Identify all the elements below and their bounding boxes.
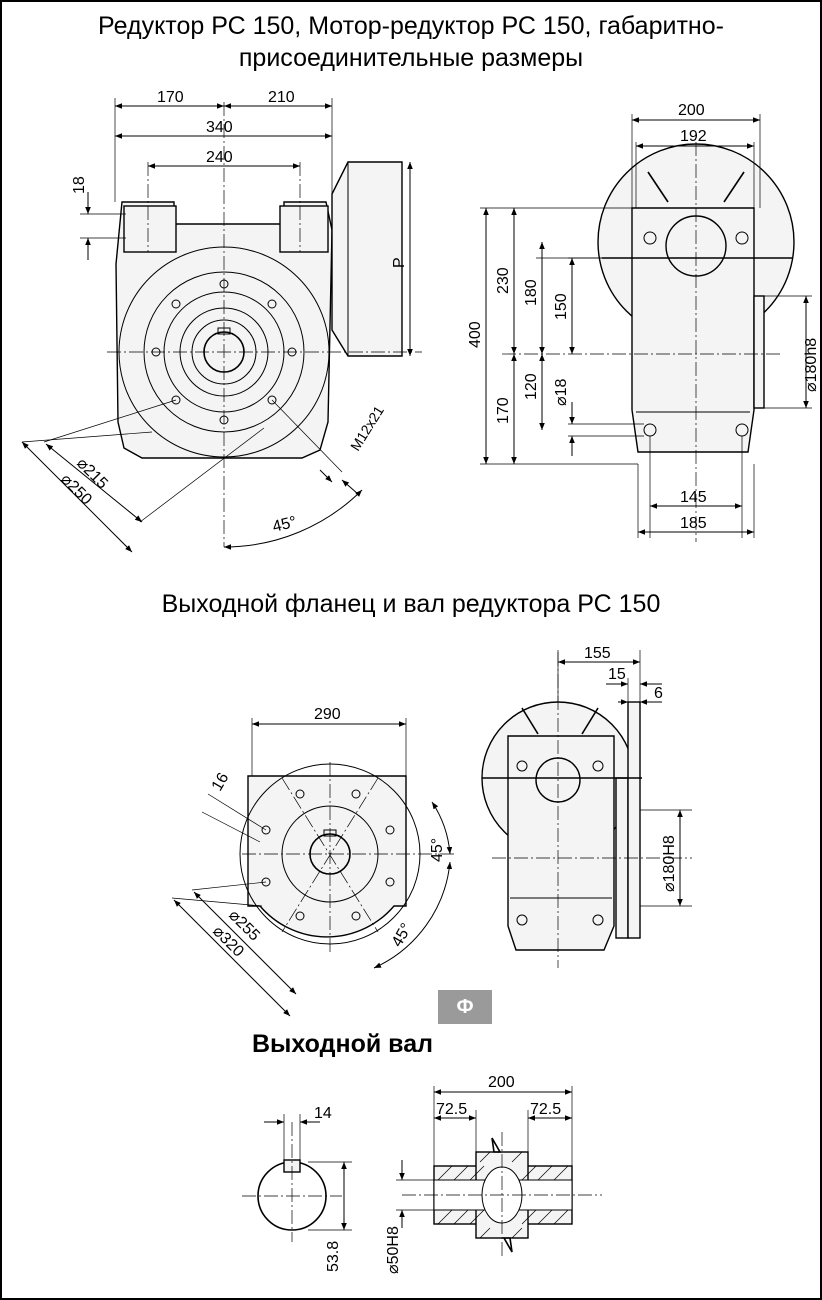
dim-290: 290 <box>314 706 341 723</box>
dim-45-front: 45° <box>271 514 299 536</box>
dim-18-front: 18 <box>71 176 88 194</box>
dim-53-8: 53.8 <box>325 1241 342 1272</box>
dim-200-side: 200 <box>678 102 705 119</box>
dim-14: 14 <box>314 1105 332 1122</box>
flange-side-housing <box>507 735 615 951</box>
flange-bolt-holes <box>261 789 395 921</box>
dim-240: 240 <box>206 149 233 166</box>
side-view: 200 192 400 230 170 180 120 150 <box>467 102 820 542</box>
dim-45-flange-b: 45° <box>389 921 416 950</box>
dim-340: 340 <box>206 119 233 136</box>
front-mount-right <box>279 205 329 253</box>
dim-d18-side: ⌀18 <box>553 378 570 406</box>
shaft-section-view: 200 72.5 72.5 ⌀50H8 <box>385 1074 602 1274</box>
dim-200-shaft: 200 <box>488 1074 515 1091</box>
dim-192: 192 <box>680 128 707 145</box>
flange-side-plate <box>627 701 641 939</box>
dim-150: 150 <box>553 293 570 320</box>
flange-side-view: 155 15 6 ⌀180H8 <box>481 645 692 968</box>
dim-400: 400 <box>467 321 484 348</box>
shaft-title: Выходной вал <box>252 1030 434 1058</box>
dim-d50H8: ⌀50H8 <box>385 1226 402 1274</box>
shaft-end-view: 14 53.8 <box>242 1105 352 1272</box>
shaft-hatching <box>437 1151 569 1239</box>
front-view: 170 210 340 240 18 P M12x21 <box>21 89 422 553</box>
dim-120: 120 <box>523 373 540 400</box>
dim-d180H8: ⌀180H8 <box>661 835 678 892</box>
dim-170-side: 170 <box>495 397 512 424</box>
flange-front-view: 290 16 45° 45° ⌀255 ⌀320 <box>171 706 454 1017</box>
dim-45-flange-a: 45° <box>429 838 446 862</box>
flange-plate <box>247 775 407 938</box>
flange-badge: Ф <box>438 990 492 1024</box>
main-title: Редуктор РС 150, Мотор-редуктор РС 150, … <box>98 12 724 72</box>
dim-d180h8: ⌀180h8 <box>803 338 820 392</box>
dim-m12x21: M12x21 <box>347 403 387 454</box>
side-output-flange <box>753 295 765 409</box>
dim-155: 155 <box>584 645 611 662</box>
front-mount-left <box>123 205 177 253</box>
dim-6: 6 <box>654 685 663 702</box>
dim-210: 210 <box>268 89 295 106</box>
dim-185: 185 <box>680 515 707 532</box>
dim-180: 180 <box>523 279 540 306</box>
dim-230: 230 <box>495 267 512 294</box>
dim-145: 145 <box>680 489 707 506</box>
dim-15: 15 <box>608 666 626 683</box>
dim-16: 16 <box>209 770 233 794</box>
flange-title: Выходной фланец и вал редуктора РС 150 <box>161 590 661 618</box>
dim-p: P <box>391 257 408 268</box>
dim-72-5-right: 72.5 <box>530 1101 561 1118</box>
dim-170: 170 <box>157 89 184 106</box>
dim-72-5-left: 72.5 <box>436 1101 467 1118</box>
